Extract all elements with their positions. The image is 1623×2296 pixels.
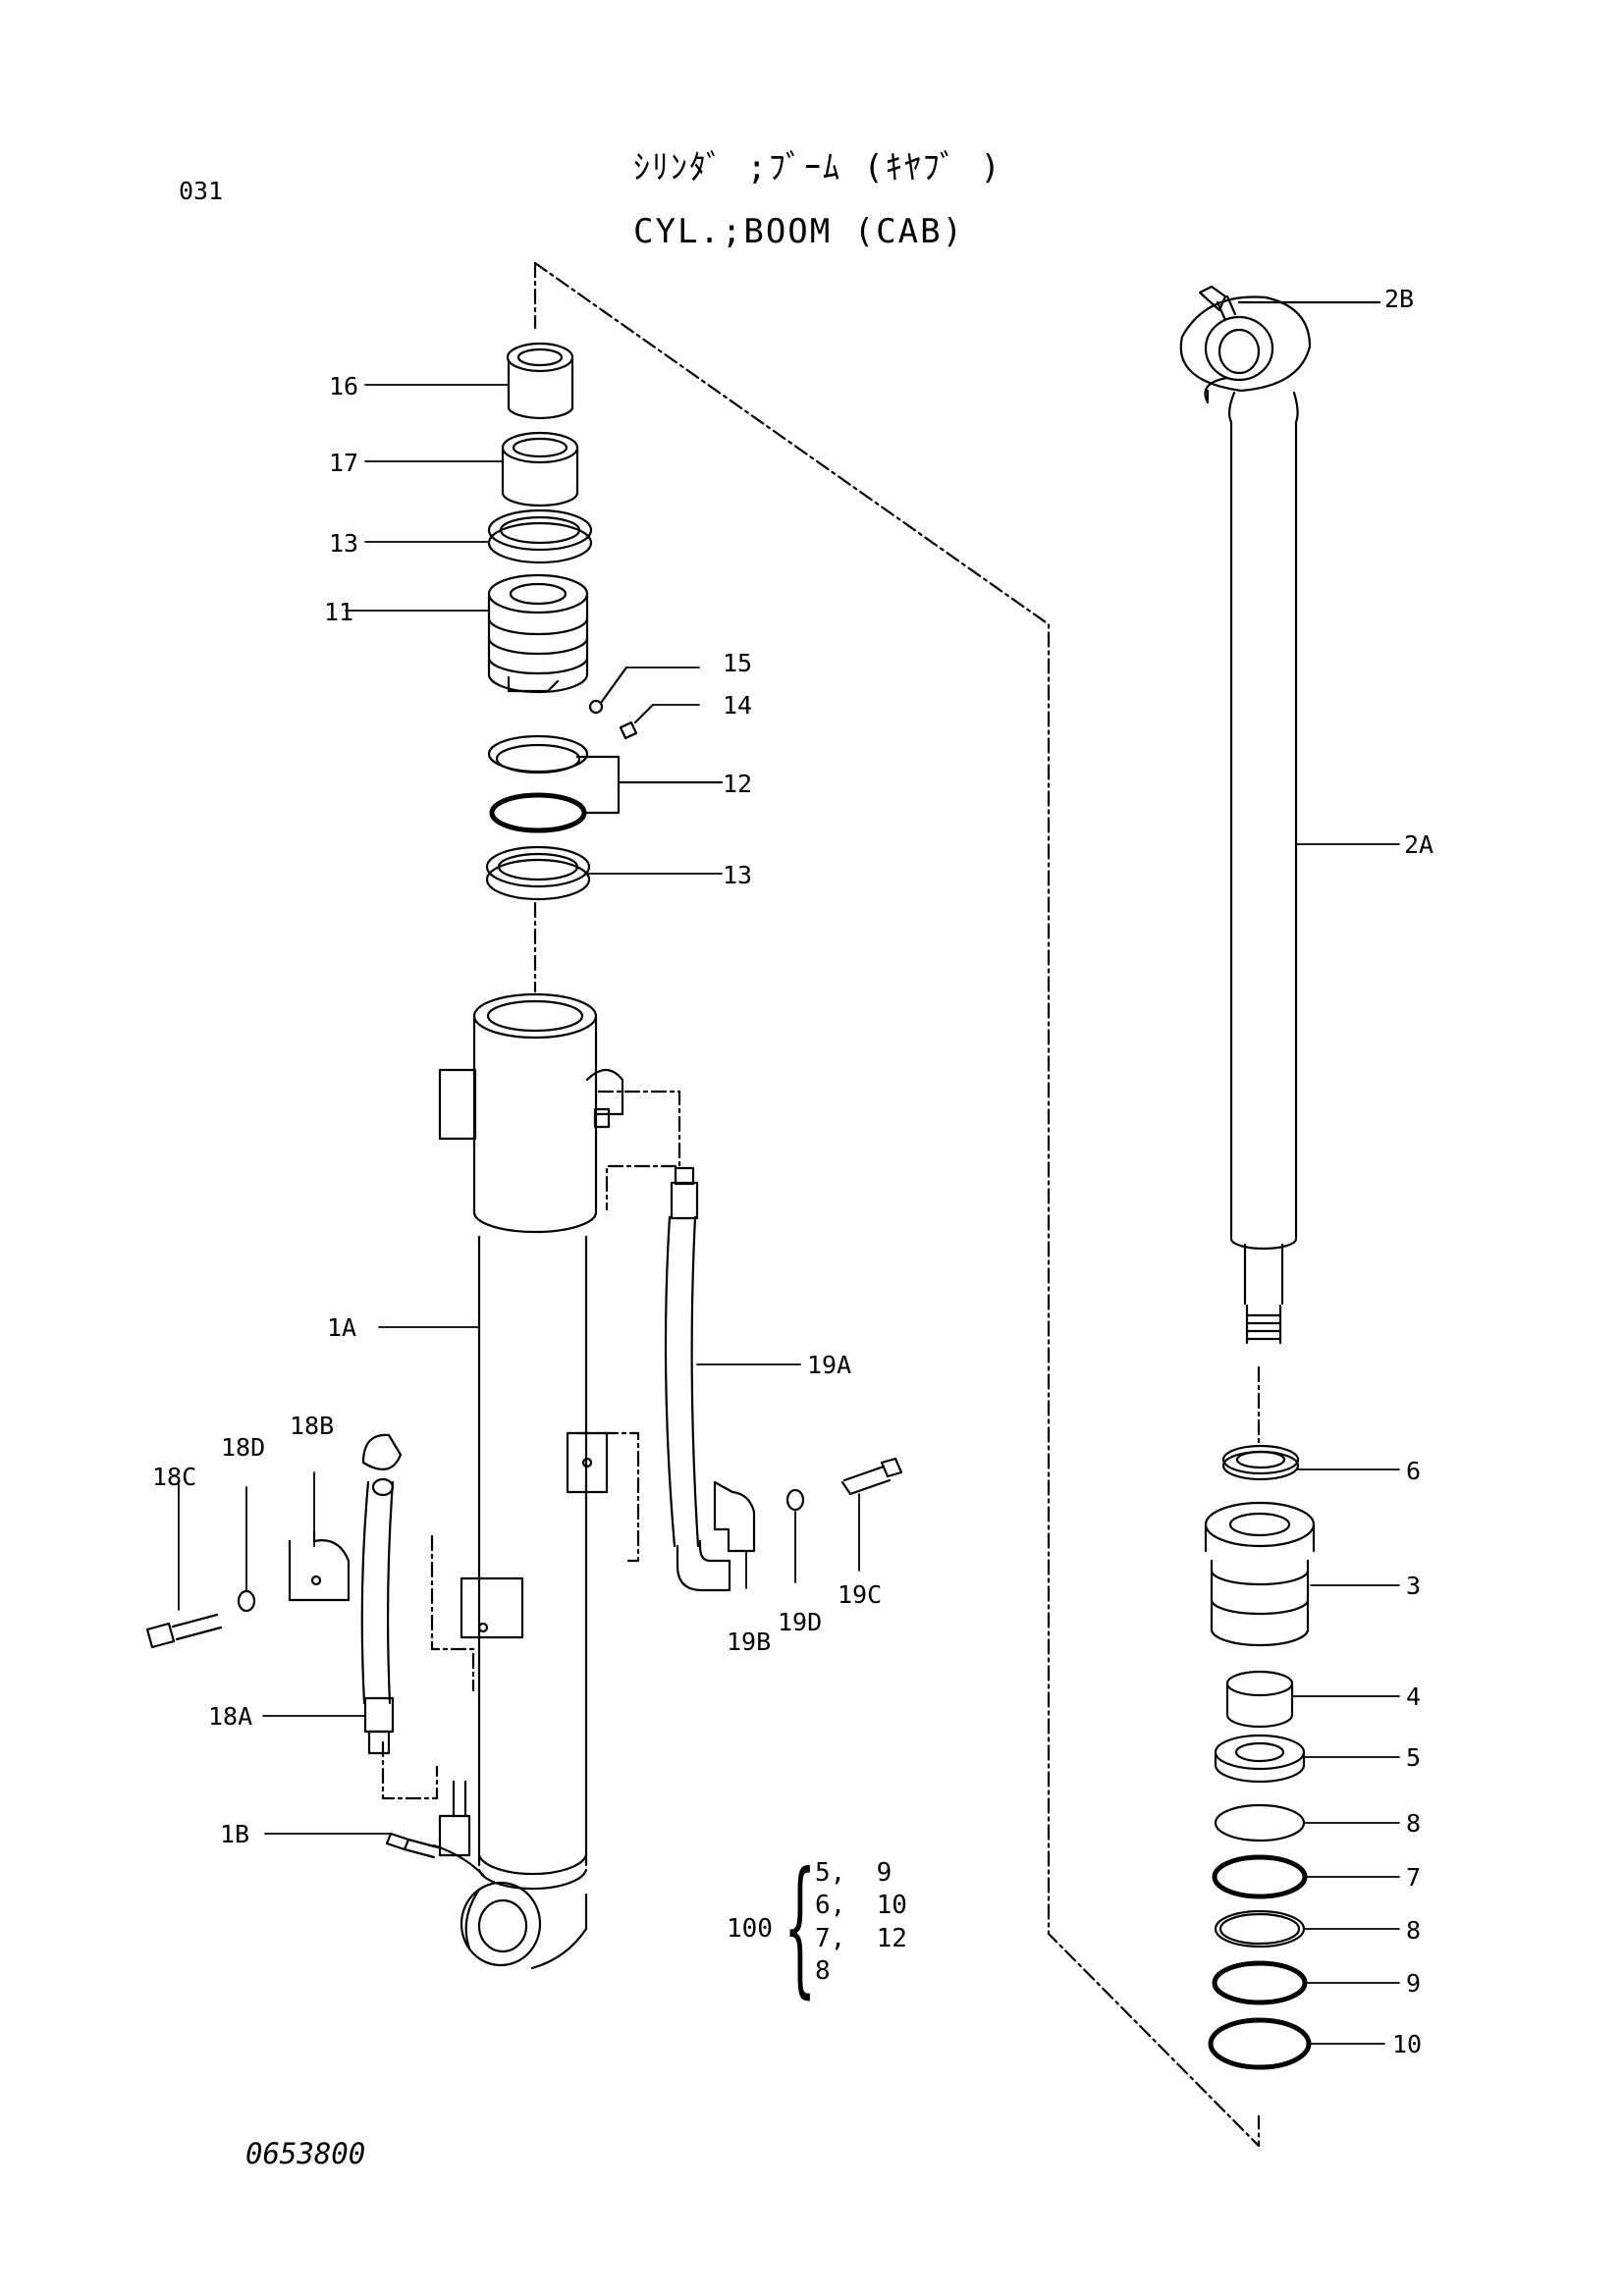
part-4-bushing	[1225, 1670, 1294, 1729]
part-18C-bolt	[145, 1613, 223, 1649]
part-19A-hose	[664, 1166, 731, 1592]
part-18B-clamp	[288, 1529, 351, 1602]
label-8-upper: 8	[1406, 1809, 1422, 1838]
label-18D: 18D	[221, 1433, 266, 1462]
part-1A-cylinder-tube	[438, 992, 624, 1970]
part-11-rod-cover	[487, 573, 589, 694]
part-14-set-screw	[619, 703, 655, 740]
part-10-o-ring	[1208, 2017, 1312, 2070]
label-10: 10	[1392, 2030, 1423, 2058]
part-13-backup-ring-lower	[485, 845, 591, 901]
label-12: 12	[723, 770, 753, 798]
seal-kit-brace: {	[784, 1842, 817, 2012]
label-14: 14	[723, 691, 753, 720]
label-19D: 19D	[778, 1608, 823, 1636]
label-6: 6	[1406, 1457, 1422, 1485]
part-5-seal	[1214, 1734, 1306, 1784]
part-19B-clamp	[713, 1480, 756, 1553]
part-7-o-ring	[1212, 1854, 1308, 1899]
label-8-lower: 8	[1406, 1916, 1422, 1945]
label-1B: 1B	[220, 1820, 250, 1848]
part-18D-washer	[237, 1589, 256, 1613]
label-5: 5	[1406, 1743, 1422, 1772]
label-2A: 2A	[1404, 830, 1434, 859]
part-17-bushing	[501, 431, 579, 507]
leader-lines	[178, 384, 1400, 2045]
label-18B: 18B	[290, 1412, 335, 1440]
part-19C-bolt	[840, 1457, 903, 1496]
label-11: 11	[324, 598, 354, 626]
label-18C: 18C	[152, 1463, 197, 1491]
part-9-o-ring	[1212, 1960, 1308, 2005]
part-15-steel-ball	[588, 699, 604, 715]
part-13-backup-ring-upper	[487, 508, 593, 564]
label-15: 15	[723, 649, 753, 677]
label-19A: 19A	[807, 1351, 852, 1379]
alignment-frame	[381, 261, 1261, 2148]
label-16: 16	[329, 372, 359, 400]
part-1B-grease-fitting	[385, 1832, 485, 1877]
label-2B: 2B	[1384, 285, 1415, 313]
label-19B: 19B	[727, 1628, 772, 1656]
part-3-piston	[1204, 1501, 1316, 1647]
title-japanese: ｼﾘﾝﾀﾞ ;ﾌﾞｰﾑ (ｷﾔﾌﾞ )	[633, 148, 1002, 187]
label-3: 3	[1406, 1572, 1422, 1600]
label-17: 17	[329, 449, 359, 477]
part-2B-grease-nipple	[1198, 285, 1381, 322]
part-18A-hose	[360, 1433, 403, 1755]
label-9: 9	[1406, 1969, 1422, 1998]
part-2A-piston-rod	[1179, 295, 1312, 1345]
label-13-upper: 13	[329, 529, 359, 558]
part-6-dust-seal	[1221, 1444, 1300, 1481]
part-12-seal-rings	[487, 734, 724, 833]
label-1A: 1A	[327, 1313, 357, 1342]
part-16-bushing	[506, 342, 574, 420]
title-english: CYL.;BOOM (CAB)	[633, 212, 965, 251]
label-4: 4	[1406, 1682, 1422, 1711]
label-18A: 18A	[208, 1702, 253, 1731]
seal-kit-row: 7, 12	[815, 1924, 907, 1953]
seal-kit-number: 100	[727, 1914, 773, 1944]
part-8-backup-ring-lower	[1214, 1909, 1306, 1949]
part-8-backup-ring-upper	[1214, 1803, 1306, 1842]
drawing-number: 0653800	[245, 2137, 366, 2170]
label-13-lower: 13	[723, 861, 753, 889]
seal-kit-row: 6, 10	[815, 1891, 907, 1920]
page-number: 031	[179, 177, 224, 205]
seal-kit-row: 5, 9	[815, 1858, 893, 1888]
label-19C: 19C	[838, 1580, 883, 1609]
seal-kit-row: 8	[815, 1956, 831, 1986]
label-7: 7	[1406, 1863, 1422, 1892]
part-19D-washer	[785, 1488, 805, 1512]
